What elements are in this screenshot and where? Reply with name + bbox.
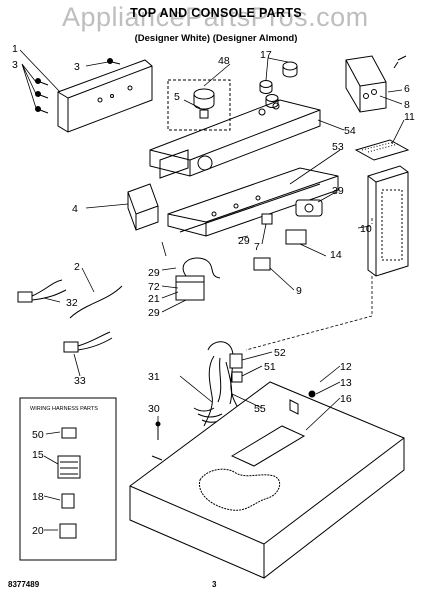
callout-48: 48 (218, 55, 230, 67)
callout-4: 4 (72, 203, 78, 215)
callout-29b: 29 (148, 267, 160, 279)
timer-part (175, 257, 221, 301)
callout-29: 29 (238, 235, 250, 247)
callout-72: 72 (148, 281, 160, 293)
end-cap-part (345, 55, 407, 113)
page-number: 3 (212, 580, 217, 589)
callout-18: 18 (32, 491, 44, 503)
switch-part (253, 199, 323, 271)
callout-2: 2 (74, 261, 80, 273)
callout-7: 7 (254, 241, 260, 253)
bracket-part (57, 59, 153, 133)
rear-panel-part (167, 167, 339, 237)
callout-51: 51 (264, 361, 276, 373)
callout-55: 55 (254, 403, 266, 415)
callout-9: 9 (296, 285, 302, 297)
callout-10: 10 (360, 223, 372, 235)
callout-33: 33 (74, 375, 86, 387)
callout-3b: 3 (74, 61, 80, 73)
callout-12: 12 (340, 361, 352, 373)
callout-5: 5 (174, 91, 180, 103)
screw-part (35, 58, 121, 114)
part-code: 8377489 (8, 580, 40, 589)
callout-54: 54 (344, 125, 356, 137)
callout-39: 39 (332, 185, 344, 197)
left-end-cap-part (127, 183, 159, 231)
page-title: TOP AND CONSOLE PARTS (130, 6, 302, 20)
wire-harness-part (17, 279, 123, 353)
callout-32: 32 (66, 297, 78, 309)
lint-housing-part (367, 165, 409, 277)
callout-6: 6 (404, 83, 410, 95)
callout-14: 14 (330, 249, 342, 261)
leader-lines (19, 49, 405, 531)
callout-16: 16 (340, 393, 352, 405)
watermark: AppliancePartsPros.com (62, 2, 369, 32)
inset-title: WIRING HARNESS PARTS (30, 406, 98, 412)
callout-53: 53 (332, 141, 344, 153)
callout-15: 15 (32, 449, 44, 461)
callout-11: 11 (404, 111, 415, 123)
console-panel-part (149, 99, 321, 179)
callout-8: 8 (404, 99, 410, 111)
inset-box (19, 397, 117, 561)
callout-20: 20 (32, 525, 44, 537)
callout-21: 21 (148, 293, 160, 305)
callout-1: 1 (12, 43, 18, 55)
page-subtitle: (Designer White) (Designer Almond) (134, 33, 298, 44)
dryer-top-part (129, 381, 405, 579)
callout-13: 13 (340, 377, 352, 389)
callout-17: 17 (260, 49, 272, 61)
callout-3: 3 (12, 59, 18, 71)
callout-30: 30 (148, 403, 160, 415)
callout-31: 31 (148, 371, 160, 383)
knob-part (259, 61, 298, 108)
callout-52: 52 (274, 347, 286, 359)
callout-29c: 29 (148, 307, 160, 319)
screw-part (151, 421, 163, 461)
callout-50: 50 (32, 429, 44, 441)
callout-labels: 1 3 3 48 5 17 6 8 54 11 53 4 39 29 7 10 … (12, 43, 415, 537)
lint-filter-part (354, 139, 410, 161)
